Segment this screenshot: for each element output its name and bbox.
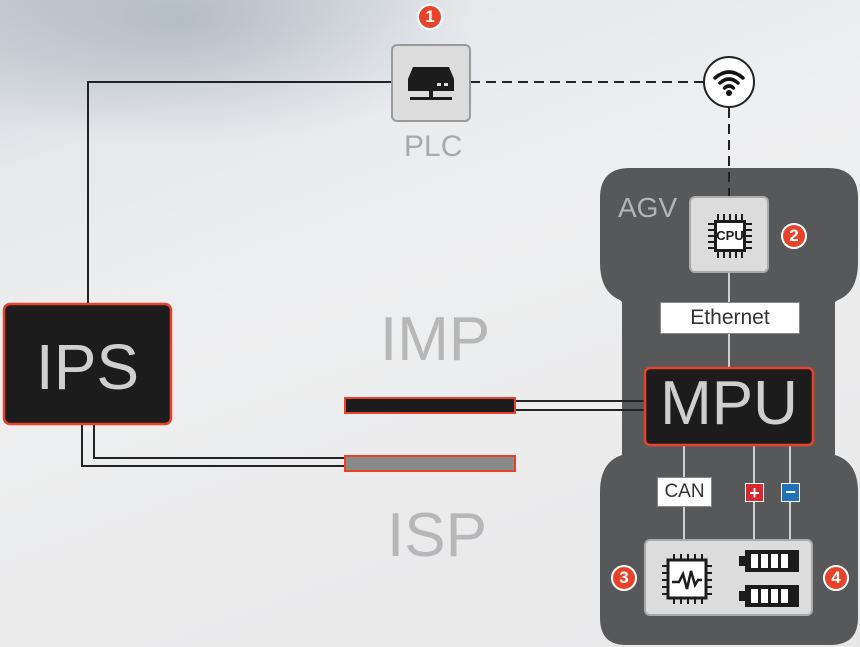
ethernet-label: Ethernet <box>660 302 800 334</box>
ips-isp-wire-outer <box>81 424 345 467</box>
mpu-label: MPU <box>660 369 798 438</box>
battery-icon-bottom <box>739 585 799 607</box>
marker-1: 1 <box>417 4 443 30</box>
plc-ips-wire <box>87 81 392 305</box>
marker-2: 2 <box>781 223 807 249</box>
imp-bar <box>344 397 516 414</box>
plc-tile[interactable] <box>391 44 471 122</box>
isp-label: ISP <box>387 501 487 570</box>
cpu-tile[interactable]: CPU <box>689 196 769 273</box>
plus-terminal-icon: + <box>745 483 764 503</box>
wifi-icon <box>713 70 745 96</box>
wifi-badge <box>703 56 755 108</box>
sensor-battery-module[interactable] <box>644 539 813 616</box>
mpu-box <box>643 366 815 447</box>
marker-4: 4 <box>823 565 849 591</box>
sensor-chip-icon <box>662 554 712 604</box>
cpu-label: CPU <box>716 228 744 243</box>
isp-bar <box>344 455 516 472</box>
server-icon <box>408 67 454 100</box>
battery-icon-top <box>739 550 799 572</box>
ips-isp-wire-inner <box>93 424 345 459</box>
cpu-chip-icon: CPU <box>708 214 752 258</box>
minus-terminal-icon: − <box>781 483 800 502</box>
can-label: CAN <box>657 477 712 507</box>
plc-label: PLC <box>404 130 463 163</box>
imp-label: IMP <box>380 305 491 374</box>
ips-box <box>2 302 173 426</box>
agv-label: AGV <box>618 192 678 223</box>
marker-3: 3 <box>611 565 637 591</box>
ips-label: IPS <box>35 331 140 403</box>
